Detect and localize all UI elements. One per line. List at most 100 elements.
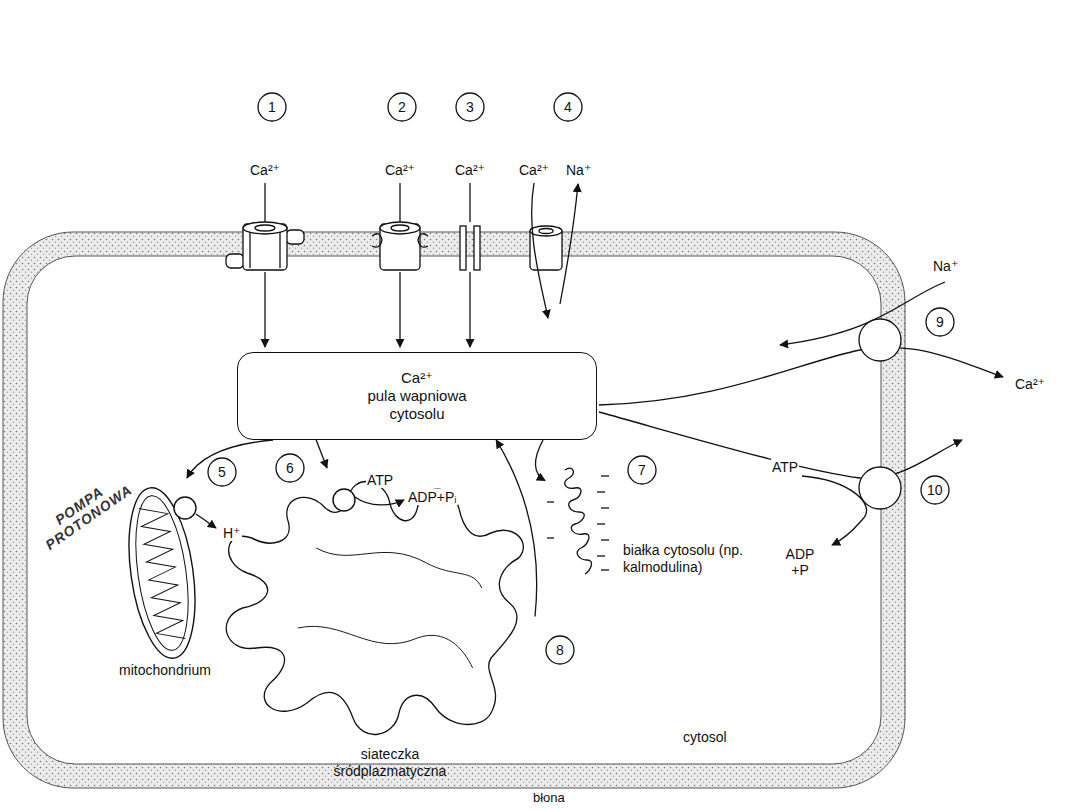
drawing-rect	[474, 226, 480, 270]
connector-arrow	[187, 440, 273, 478]
drawing-g	[547, 476, 609, 570]
drawing-circle	[208, 458, 236, 486]
callout-number: 5	[217, 464, 227, 480]
drawing-path	[226, 482, 523, 735]
node-label: mitochondrium	[95, 662, 235, 679]
label-slot: ATP	[366, 472, 394, 488]
callout-number: 7	[637, 462, 647, 478]
endoplasmic-reticulum: siateczka śródplazmatyczna	[215, 468, 535, 798]
label-slot: Ca²⁺	[1014, 376, 1046, 392]
label-slot: 9	[935, 314, 945, 330]
drawing-line	[469, 272, 470, 347]
drawing-line	[264, 272, 265, 347]
drawing-ellipse	[539, 229, 553, 234]
drawing-path	[599, 412, 962, 478]
label-slot: 1	[267, 99, 277, 115]
drawing-path	[599, 347, 1003, 405]
drawing-line	[399, 183, 400, 222]
drawing-rect	[226, 254, 244, 268]
label-slot: Ca²⁺	[518, 162, 550, 178]
drawing-circle	[628, 456, 656, 484]
label-slot: 7	[637, 462, 647, 478]
drawing-circle	[546, 636, 574, 664]
label-slot: Ca²⁺	[384, 162, 416, 178]
drawing-line	[597, 555, 605, 556]
ion-label: Ca²⁺	[249, 162, 281, 178]
drawing-path	[3, 232, 905, 788]
callout-number: 4	[563, 99, 573, 115]
node-label: siateczka śródplazmatyczna	[320, 746, 460, 780]
drawing-path	[560, 184, 578, 304]
cell-membrane: cytosolbłonaCa²⁺pula wapniowa cytosolumi…	[3, 232, 905, 788]
drawing-line	[601, 475, 609, 476]
drawing-circle	[859, 467, 901, 509]
node-label: cytosol	[683, 729, 727, 746]
drawing-circle	[554, 93, 582, 121]
drawing-ellipse	[391, 225, 409, 231]
drawing-rect	[460, 226, 466, 270]
drawing-g	[196, 93, 1003, 664]
drawing-line	[264, 183, 265, 222]
node-label: białka cytosolu (np. kalmodulina)	[623, 542, 783, 576]
drawing-g	[226, 482, 523, 735]
label-slot: 10	[926, 482, 944, 498]
drawing-g	[119, 484, 204, 663]
drawing-polyline	[139, 505, 186, 643]
drawing-ellipse	[255, 225, 275, 231]
text-slot: siateczka śródplazmatyczna	[320, 746, 460, 780]
ion-label: ATP	[366, 472, 394, 488]
label-slot: Ca²⁺	[454, 162, 486, 178]
drawing-line	[601, 569, 609, 570]
ion-label: Ca²⁺	[454, 162, 486, 178]
connector-arrow	[496, 440, 537, 617]
drawing-path	[802, 476, 867, 545]
drawing-circle	[456, 93, 484, 121]
drawing-line	[547, 537, 554, 538]
callout-number: 3	[465, 99, 475, 115]
drawing-line	[597, 491, 605, 492]
ion-symbol: Ca²⁺	[401, 369, 433, 387]
drawing-rect	[286, 230, 304, 244]
drawing-line	[597, 523, 605, 524]
label-slot: 3	[465, 99, 475, 115]
drawing-line	[469, 183, 470, 222]
handwritten-note: POMPA PROTONOWA	[33, 471, 134, 555]
drawing-path	[355, 497, 404, 505]
ion-label: Na⁺	[565, 162, 592, 178]
drawing-path	[565, 468, 592, 574]
label-slot: H⁺	[222, 525, 242, 541]
callout-number: 10	[926, 482, 944, 498]
text-slot: cytosol	[683, 729, 727, 746]
label-slot: ADP+Pᵢ	[407, 489, 458, 505]
drawing-circle	[333, 489, 355, 511]
ion-label: Na⁺	[932, 258, 959, 274]
text-slot: białka cytosolu (np. kalmodulina)	[623, 542, 783, 576]
drawing-circle	[258, 93, 286, 121]
ion-label: ATP	[771, 459, 799, 475]
drawing-circle	[276, 454, 304, 482]
ion-label: ADP+Pᵢ	[407, 489, 458, 505]
connector-arrow	[535, 440, 545, 481]
drawing-path	[418, 234, 428, 247]
label-slot: 5	[217, 464, 227, 480]
drawing-path	[196, 514, 216, 528]
callout-number: 1	[267, 99, 277, 115]
cytosol-proteins: białka cytosolu (np. kalmodulina)	[545, 462, 795, 617]
label-slot: 4	[563, 99, 573, 115]
ion-label: ADP +P	[779, 546, 821, 578]
ion-label: Ca²⁺	[518, 162, 550, 178]
callout-number: 6	[285, 460, 295, 476]
drawing-path	[372, 234, 382, 247]
drawing-ellipse	[119, 484, 204, 663]
label-slot: Na⁺	[565, 162, 592, 178]
node-label: błona	[533, 790, 565, 806]
drawing-line	[249, 232, 250, 268]
ion-label: Ca²⁺	[384, 162, 416, 178]
drawing-line	[601, 539, 609, 540]
label-slot: 6	[285, 460, 295, 476]
pool-name: pula wapniowa cytosolu	[347, 387, 487, 423]
drawing-path	[532, 183, 548, 318]
mitochondrion: mitochondrium	[110, 478, 220, 678]
